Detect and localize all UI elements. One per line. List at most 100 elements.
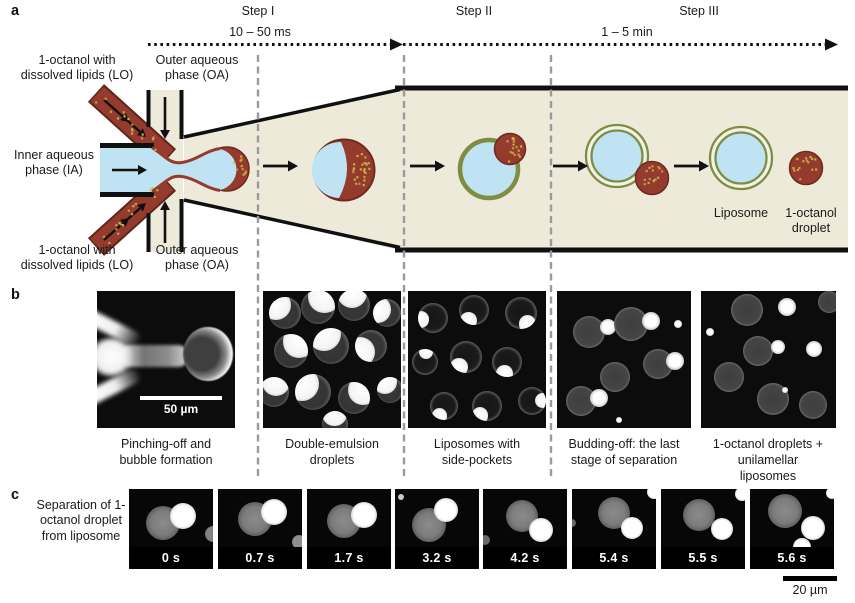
vesicle-blob <box>354 329 387 362</box>
timestamp-label: 4.2 s <box>483 547 567 569</box>
micrograph-frame <box>750 489 834 547</box>
scale-bar <box>140 396 222 400</box>
micrograph-frame <box>395 489 479 547</box>
lipid-speckle <box>512 143 515 146</box>
lipid-speckle <box>792 167 795 170</box>
timestamp-label: 5.5 s <box>661 547 745 569</box>
pinching-neck <box>119 345 189 367</box>
lipid-speckle <box>122 111 125 114</box>
timestamp-label: 5.6 s <box>750 547 834 569</box>
octanol-droplet-blob <box>665 351 684 370</box>
octanol-blob <box>793 538 812 547</box>
lipid-speckle <box>130 132 134 135</box>
lipid-speckle <box>151 187 154 190</box>
octanol-blob <box>711 518 734 541</box>
micrograph-separated <box>701 291 836 428</box>
lipid-speckle <box>657 166 660 169</box>
flow-arrowhead <box>138 165 147 175</box>
lipid-speckle <box>356 154 359 158</box>
bright-cap <box>338 291 368 309</box>
octanol-blob <box>620 516 643 539</box>
lipid-speckle <box>513 153 516 156</box>
lipid-speckle <box>648 166 651 169</box>
lipid-speckle <box>811 168 814 171</box>
lipid-speckle <box>511 137 514 140</box>
time-frame: 1.7 s <box>307 489 391 569</box>
octanol-droplet-blob <box>589 388 608 407</box>
flow-arrowhead <box>578 160 588 172</box>
step3-label: Step III <box>679 4 719 18</box>
micrograph-side-pockets <box>408 291 546 428</box>
lipid-speckle <box>352 168 355 172</box>
bright-cap <box>496 365 513 378</box>
vesicle-blob <box>263 377 290 408</box>
octanol-blob <box>397 494 404 501</box>
lipid-speckle <box>512 140 515 143</box>
octanol-droplet-blob <box>641 312 660 331</box>
lipid-speckle <box>358 182 361 185</box>
lipid-speckle <box>802 160 805 163</box>
timestamp-label: 0.7 s <box>218 547 302 569</box>
vesicle-blob <box>599 362 630 393</box>
caption-pinching-off: Pinching-off and bubble formation <box>119 437 213 467</box>
flow-arrowhead <box>137 203 146 212</box>
octanol-blob <box>735 489 745 501</box>
caption-budding-off: Budding-off: the last stage of separatio… <box>568 437 680 467</box>
octanol-blob <box>528 518 553 543</box>
lipid-speckle <box>811 157 814 161</box>
lipid-speckle <box>244 172 247 175</box>
lipid-speckle <box>244 170 247 173</box>
lipid-speckle <box>511 151 514 154</box>
lipid-speckle <box>240 155 243 158</box>
vesicle-blob <box>376 376 401 403</box>
vesicle-blob <box>742 336 773 367</box>
timestamp-label: 0 s <box>129 547 213 569</box>
vesicle-blob <box>459 295 490 326</box>
time-frame: 5.4 s <box>572 489 656 569</box>
lipid-speckle <box>517 153 520 156</box>
lipid-speckle <box>658 167 661 170</box>
micrograph-budding-off <box>557 291 691 428</box>
lipid-speckle <box>118 221 121 225</box>
lipid-speckle <box>359 168 362 171</box>
vesicle-blob <box>449 340 482 373</box>
lipid-speckle <box>796 169 799 172</box>
lipid-speckle <box>353 178 356 181</box>
oa-top-label: Outer aqueous phase (OA) <box>155 53 239 83</box>
vesicle-blob <box>730 294 763 327</box>
lipid-speckle <box>798 166 801 170</box>
vesicle-blob <box>338 381 371 414</box>
vesicle-blob <box>411 349 438 376</box>
lipid-speckle <box>796 157 799 161</box>
lipid-speckle <box>364 171 367 175</box>
flow-arrow <box>103 99 124 118</box>
flow-arrowhead <box>288 160 298 172</box>
lipid-speckle <box>240 158 243 161</box>
vesicle-blob <box>714 362 745 393</box>
time-frame: 3.2 s <box>395 489 479 569</box>
vesicle-blob <box>818 291 836 313</box>
lipid-speckle <box>360 153 363 156</box>
bright-cap <box>308 291 336 313</box>
micrograph-frame <box>307 489 391 547</box>
lipid-speckle <box>651 165 654 168</box>
bright-cap <box>471 407 489 422</box>
flow-arrowhead <box>160 130 170 139</box>
lipid-speckle <box>102 235 106 238</box>
liposome-blob <box>768 494 803 529</box>
octanol-droplet-blob <box>673 319 682 328</box>
flow-arrowhead <box>699 160 709 172</box>
octanol-droplet-blob <box>706 328 715 337</box>
timestamp-label: 3.2 s <box>395 547 479 569</box>
lipid-speckle <box>130 213 134 216</box>
lipid-speckle <box>363 161 366 165</box>
lipid-speckle <box>799 178 802 181</box>
bright-cap <box>322 410 348 427</box>
bright-cap <box>294 374 320 401</box>
panel-b-label: b <box>11 287 20 303</box>
vesicle-blob <box>312 327 349 364</box>
octanol-blob <box>801 516 825 541</box>
lipid-speckle <box>240 164 243 168</box>
lipid-speckle <box>509 150 512 154</box>
